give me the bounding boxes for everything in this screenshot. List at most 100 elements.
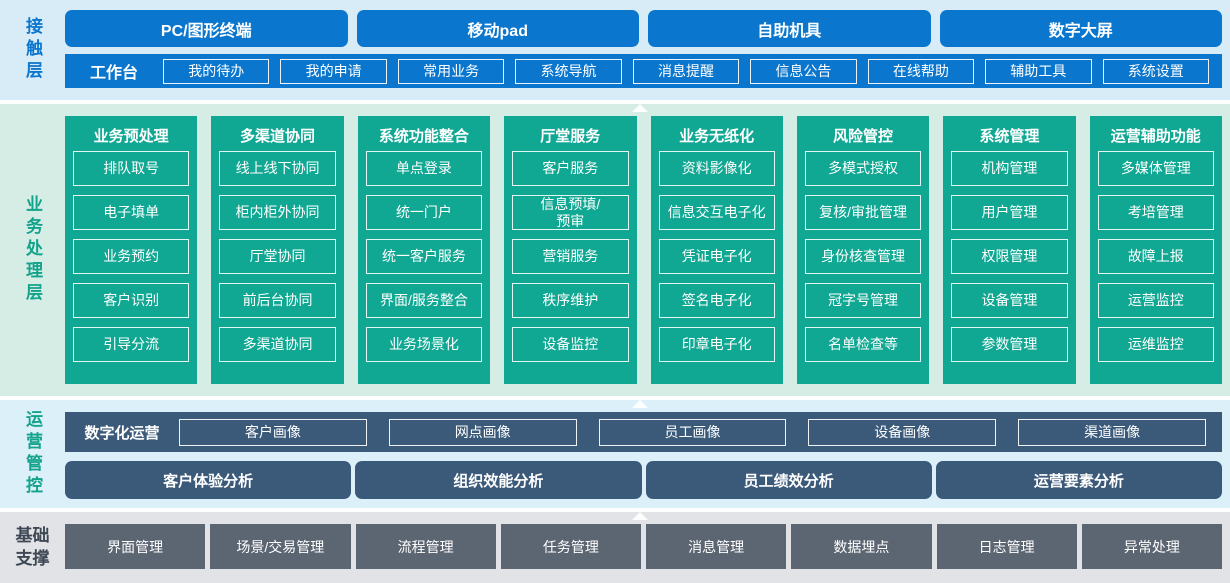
business-column-title: 运营辅助功能 [1110, 128, 1201, 145]
business-column-items: 排队取号 电子填单 业务预约 客户识别 引导分流 [73, 151, 190, 371]
business-column-title: 业务预处理 [93, 128, 169, 145]
business-cell: 名单检查等 [804, 327, 922, 362]
foundation-layer-label: 基础支撑 [15, 526, 50, 568]
analysis-block: 组织效能分析 [355, 461, 642, 499]
business-column-items: 多媒体管理 考培管理 故障上报 运营监控 运维监控 [1097, 151, 1214, 371]
business-cell: 界面/服务整合 [365, 283, 483, 318]
business-cell: 前后台协同 [219, 283, 336, 318]
business-column: 厅堂服务 客户服务 信息预填/ 预审 营销服务 秩序维护 设备监控 [504, 116, 637, 384]
business-cell: 引导分流 [73, 327, 190, 362]
business-column: 风险管控 多模式授权 复核/审批管理 身份核查管理 冠字号管理 名单检查等 [796, 116, 930, 384]
business-column-title: 多渠道协同 [240, 128, 316, 145]
foundation-block: 异常处理 [1081, 524, 1222, 569]
business-cell: 统一门户 [365, 195, 483, 230]
business-cell: 多媒体管理 [1097, 151, 1214, 186]
business-cell: 资料影像化 [658, 151, 775, 186]
business-cell: 单点登录 [365, 151, 483, 186]
workbench-item: 在线帮助 [867, 58, 975, 84]
business-cell: 厅堂协同 [219, 239, 336, 274]
business-cell: 秩序维护 [512, 283, 629, 318]
operations-layer-gutter: 运营管控 [0, 400, 65, 508]
contact-layer-content: PC/图形终端 移动pad 自助机具 数字大屏 工作台 我的待办 我的申请 常用… [65, 0, 1230, 100]
portrait-block: 设备画像 [808, 418, 997, 446]
analysis-block: 员工绩效分析 [645, 461, 932, 499]
business-column-title: 系统功能整合 [378, 128, 469, 145]
digital-ops-label: 数字化运营 [84, 424, 160, 442]
business-column: 系统功能整合 单点登录 统一门户 统一客户服务 界面/服务整合 业务场景化 [357, 116, 491, 384]
workbench-bar: 工作台 我的待办 我的申请 常用业务 系统导航 消息提醒 信息公告 在线帮助 [65, 54, 1222, 88]
business-column-items: 机构管理 用户管理 权限管理 设备管理 参数管理 [951, 151, 1068, 371]
channel-block: PC/图形终端 [65, 10, 348, 47]
foundation-layer-section: 基础支撑 界面管理 场景/交易管理 流程管理 任务管理 消息管理 数据埋点 日志… [0, 512, 1230, 583]
analysis-row: 客户体验分析 组织效能分析 员工绩效分析 运营要素分析 [65, 461, 1222, 499]
workbench-item: 系统导航 [515, 58, 622, 84]
business-layer-section: 业务处理层 业务预处理 排队取号 电子填单 业务预约 客户识别 引导分流 [0, 104, 1230, 396]
business-cell: 复核/审批管理 [804, 195, 922, 230]
business-cell: 考培管理 [1097, 195, 1214, 230]
workbench-item: 我的申请 [280, 58, 387, 84]
business-cell: 营销服务 [512, 239, 629, 274]
foundation-block: 任务管理 [500, 524, 641, 569]
business-cell: 设备监控 [512, 327, 629, 362]
business-column-items: 客户服务 信息预填/ 预审 营销服务 秩序维护 设备监控 [512, 151, 629, 371]
business-cell: 权限管理 [951, 239, 1068, 274]
workbench-item: 我的待办 [163, 58, 270, 84]
business-column-items: 资料影像化 信息交互电子化 凭证电子化 签名电子化 印章电子化 [658, 151, 775, 371]
business-cell: 机构管理 [951, 151, 1068, 186]
operations-layer-section: 运营管控 数字化运营 客户画像 网点画像 员工画像 设备画像 渠道画像 [0, 400, 1230, 508]
business-cell: 信息交互电子化 [658, 195, 775, 230]
analysis-block: 客户体验分析 [65, 461, 352, 499]
workbench-item: 系统设置 [1102, 58, 1209, 84]
business-column: 运营辅助功能 多媒体管理 考培管理 故障上报 运营监控 运维监控 [1089, 116, 1222, 384]
business-cell: 凭证电子化 [658, 239, 775, 274]
foundation-block: 场景/交易管理 [210, 524, 351, 569]
contact-layer-label: 接触层 [23, 17, 42, 83]
business-cell: 多渠道协同 [219, 327, 336, 362]
business-cell: 排队取号 [73, 151, 190, 186]
business-column: 业务预处理 排队取号 电子填单 业务预约 客户识别 引导分流 [65, 116, 198, 384]
business-layer-label: 业务处理层 [23, 195, 42, 305]
business-column-title: 风险管控 [833, 128, 894, 145]
business-layer-gutter: 业务处理层 [0, 104, 65, 396]
portrait-block: 渠道画像 [1018, 418, 1206, 446]
business-cell: 业务预约 [73, 239, 190, 274]
business-column-title: 厅堂服务 [540, 128, 601, 145]
business-cell: 设备管理 [951, 283, 1068, 318]
business-cell: 电子填单 [73, 195, 190, 230]
connector-arrow [632, 104, 648, 112]
operations-layer-content: 数字化运营 客户画像 网点画像 员工画像 设备画像 渠道画像 客户体验分析 [65, 400, 1230, 508]
workbench-item: 信息公告 [750, 58, 857, 84]
business-cell: 印章电子化 [658, 327, 775, 362]
channel-block: 自助机具 [648, 10, 931, 47]
connector-arrow [632, 400, 648, 408]
business-cell: 客户服务 [512, 151, 629, 186]
channel-block: 数字大屏 [939, 10, 1222, 47]
business-cell: 签名电子化 [658, 283, 775, 318]
business-columns: 业务预处理 排队取号 电子填单 业务预约 客户识别 引导分流 [65, 104, 1230, 396]
business-cell: 信息预填/ 预审 [512, 195, 629, 230]
foundation-block: 消息管理 [646, 524, 787, 569]
business-cell: 运维监控 [1097, 327, 1214, 362]
foundation-row: 界面管理 场景/交易管理 流程管理 任务管理 消息管理 数据埋点 日志管理 异常… [65, 512, 1230, 583]
foundation-block: 流程管理 [355, 524, 496, 569]
business-cell: 统一客户服务 [365, 239, 483, 274]
business-cell: 客户识别 [73, 283, 190, 318]
business-column-items: 多模式授权 复核/审批管理 身份核查管理 冠字号管理 名单检查等 [804, 151, 922, 371]
workbench-items: 我的待办 我的申请 常用业务 系统导航 消息提醒 信息公告 在线帮助 辅助工具 … [163, 58, 1209, 84]
contact-layer-section: 接触层 PC/图形终端 移动pad 自助机具 数字大屏 工作台 我的待办 我的申… [0, 0, 1230, 100]
workbench-label: 工作台 [89, 65, 138, 82]
digital-ops-items: 客户画像 网点画像 员工画像 设备画像 渠道画像 [179, 418, 1206, 446]
workbench-item: 消息提醒 [632, 58, 740, 84]
business-cell: 业务场景化 [365, 327, 483, 362]
foundation-block: 数据埋点 [791, 524, 932, 569]
portrait-block: 网点画像 [388, 418, 577, 446]
foundation-block: 界面管理 [65, 524, 206, 569]
portrait-block: 客户画像 [179, 418, 367, 446]
business-cell: 故障上报 [1097, 239, 1214, 274]
contact-layer-gutter: 接触层 [0, 0, 65, 100]
connector-arrow [632, 512, 648, 520]
business-cell: 运营监控 [1097, 283, 1214, 318]
business-cell: 用户管理 [951, 195, 1068, 230]
foundation-block: 日志管理 [936, 524, 1077, 569]
business-cell: 多模式授权 [804, 151, 922, 186]
